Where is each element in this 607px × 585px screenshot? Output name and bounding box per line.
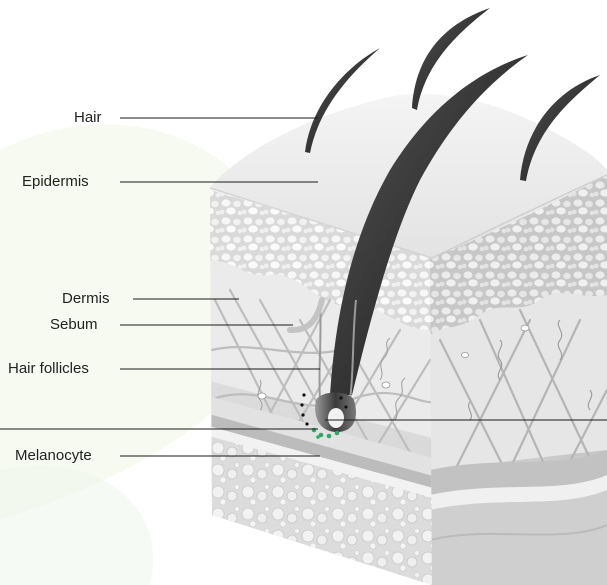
label-sebum-text: Sebum bbox=[50, 316, 98, 333]
label-epidermis-text: Epidermis bbox=[22, 173, 89, 190]
label-melanocyte-text: Melanocyte bbox=[15, 447, 92, 464]
label-melanocyte: Melanocyte bbox=[15, 447, 92, 464]
label-hair-follicles-text: Hair follicles bbox=[8, 360, 89, 377]
label-hair-follicles: Hair follicles bbox=[8, 360, 89, 377]
label-dermis-text: Dermis bbox=[62, 290, 110, 307]
label-sebum: Sebum bbox=[50, 316, 98, 333]
label-hair: Hair bbox=[74, 109, 102, 126]
label-hair-text: Hair bbox=[74, 109, 102, 126]
label-epidermis: Epidermis bbox=[22, 173, 89, 190]
label-dermis: Dermis bbox=[62, 290, 110, 307]
